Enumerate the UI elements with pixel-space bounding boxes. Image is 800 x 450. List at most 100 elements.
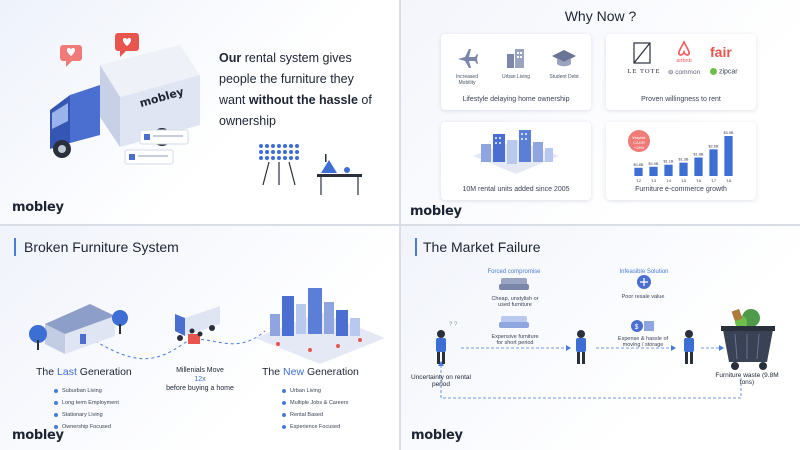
chart-category-label: '13: [651, 178, 657, 183]
market-failure-diagram: ? ?: [436, 275, 775, 399]
card-brands: fair LE TOTE airbnb ⊖ common zipcar Prov…: [606, 34, 756, 110]
label-infeasible-solution: Infeasible Solution: [619, 269, 669, 275]
chart-bar: [664, 164, 673, 176]
list-item: Urban Living: [282, 388, 348, 394]
card-ecommerce: Wayfair CAGR +18% $0.8B '12 $0.9B '13 $1.1B '…: [606, 122, 756, 200]
chart-bar: [709, 149, 718, 176]
list-item: Long term Employment: [54, 400, 119, 406]
furniture-illustration: [259, 144, 362, 195]
chart-value-label: $0.8B: [634, 163, 644, 167]
last-generation-title: The Last Generation: [36, 366, 132, 378]
chart-value-label: $1.8B: [694, 153, 704, 157]
slide-why-now[interactable]: Why Now ? Increased Mobility Urban Livin…: [401, 0, 800, 224]
slide-title-why-now: Why Now ?: [564, 8, 637, 24]
chart-value-label: $3.9B: [724, 131, 734, 135]
brand-le-tote: LE TOTE: [627, 68, 661, 75]
mobley-logo: mobley: [410, 204, 462, 219]
slide-title-market: The Market Failure: [423, 239, 541, 255]
chart-value-label: $2.6B: [709, 144, 719, 148]
generation-illustration: [29, 288, 385, 364]
slide-market-failure[interactable]: The Market Failure Forced compromise Inf…: [401, 226, 800, 450]
buildings-icon: [507, 49, 524, 68]
chart-bar: [724, 136, 733, 176]
lead-text-2: of ownership: [219, 93, 372, 128]
list-item: Rental Based: [282, 412, 348, 418]
intro-statement: Our rental system gives people the furni…: [219, 48, 379, 132]
chart-category-label: '17: [711, 178, 717, 183]
millenials-line2: 12x: [194, 376, 206, 383]
caption-lifestyle: Lifestyle delaying home ownership: [462, 96, 570, 103]
list-item: Ownership Focused: [54, 424, 119, 430]
lead-bold-hassle: without the hassle: [248, 93, 358, 107]
list-item: Multiple Jobs & Careers: [282, 400, 348, 406]
slide-broken-system[interactable]: Broken Furniture System: [0, 226, 399, 450]
chart-category-label: '14: [666, 178, 672, 183]
millenials-line3: before buying a home: [166, 385, 234, 392]
caption-rental-units: 10M rental units added since 2005: [462, 186, 570, 193]
list-item: Suburban Living: [54, 388, 119, 394]
label-expensive-furniture: Expensive furniture for short period: [491, 334, 539, 346]
chart-value-label: $1.1B: [664, 160, 674, 164]
chart-bar: [649, 166, 658, 176]
item-increased-mobility: Increased Mobility: [456, 74, 478, 86]
last-prefix: The: [36, 366, 58, 378]
new-suffix: Generation: [304, 366, 359, 378]
chart-category-label: '12: [636, 178, 642, 183]
caption-rent: Proven willingness to rent: [641, 96, 721, 103]
new-generation-list: Urban Living Multiple Jobs & Careers Ren…: [282, 388, 348, 436]
new-accent: New: [283, 366, 305, 378]
title-accent-bar: [14, 238, 16, 256]
label-cheap-furniture: Cheap, unstylish or used furniture: [491, 296, 539, 308]
last-suffix: Generation: [76, 366, 132, 378]
moving-cost-icon: $: [631, 320, 654, 332]
chart-category-label: '18: [726, 178, 732, 183]
chart-bar: [694, 157, 703, 176]
le-tote-logo: [633, 42, 651, 64]
chart-category-label: '15: [681, 178, 687, 183]
brand-zipcar: zipcar: [710, 68, 738, 75]
brand-common-text: common: [675, 69, 701, 76]
ecommerce-bar-chart: $0.8B'12$0.9B'13$1.1B'14$1.3B'15$1.8B'16…: [634, 131, 734, 183]
card-lifestyle: Increased Mobility Urban Living Student …: [441, 34, 591, 110]
couch-icon: [499, 278, 529, 290]
heart-bubble-icon: [60, 45, 82, 67]
chat-bubble-icon: [115, 33, 139, 57]
slide-intro[interactable]: mobley Our rental system gives people th…: [0, 0, 399, 224]
waste-cart-icon: [721, 308, 775, 370]
label-furniture-waste: Furniture waste (9.8M tons): [715, 372, 779, 386]
city-illustration: [473, 130, 559, 174]
chart-bar: [634, 167, 643, 176]
sofa-icon: [499, 316, 529, 328]
airbnb-logo: [678, 40, 690, 56]
label-uncertainty: Uncertainty on rental period: [411, 374, 471, 388]
svg-text:$: $: [635, 324, 639, 331]
chart-bar: [679, 162, 688, 176]
truck-illustration: mobley: [50, 33, 200, 165]
mobley-logo: mobley: [411, 428, 463, 443]
millenials-stat: Millenials Move 12x before buying a home: [150, 366, 250, 393]
title-accent-bar: [415, 238, 417, 256]
list-item: Stationary Living: [54, 412, 119, 418]
item-student-debt: Student Debt: [549, 74, 579, 80]
wayfair-badge: Wayfair CAGR +18%: [628, 130, 650, 152]
mobley-logo: mobley: [12, 200, 64, 215]
chart-value-label: $1.3B: [679, 158, 689, 162]
graduation-cap-icon: [552, 50, 576, 67]
person-uncertain-icon: ? ?: [436, 322, 458, 364]
caption-ecommerce: Furniture e-commerce growth: [635, 186, 727, 193]
resale-tag-icon: [637, 275, 651, 289]
brand-zipcar-text: zipcar: [718, 68, 738, 76]
last-generation-list: Suburban Living Long term Employment Sta…: [54, 388, 119, 436]
airplane-icon: [458, 49, 478, 68]
new-prefix: The: [262, 366, 284, 378]
item-urban-living: Urban Living: [501, 74, 531, 80]
brand-fair: fair: [710, 44, 732, 60]
label-forced-compromise: Forced compromise: [487, 269, 541, 275]
new-generation-title: The New Generation: [262, 366, 359, 378]
brand-airbnb: airbnb: [676, 58, 692, 64]
card-rental-units: 10M rental units added since 2005: [441, 122, 591, 200]
lead-bold-our: Our: [219, 51, 242, 65]
chart-value-label: $0.9B: [649, 162, 659, 166]
person-walking-icon: [576, 330, 586, 364]
